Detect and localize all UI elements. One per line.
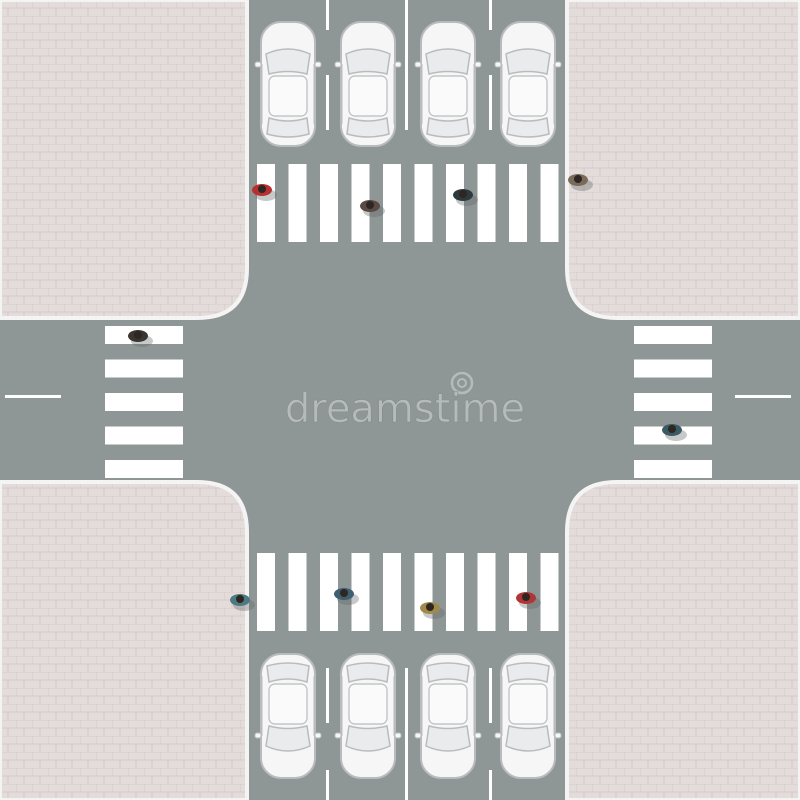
lane-markings — [5, 0, 791, 800]
pedestrian — [252, 184, 277, 201]
crosswalk-stripe — [414, 553, 433, 631]
crosswalk-stripe — [446, 553, 464, 631]
parked-car — [334, 653, 402, 779]
sidewalk-sw — [0, 480, 249, 800]
watermark: dreamstime — [285, 371, 525, 432]
pedestrian — [334, 588, 359, 605]
pedestrian — [568, 174, 593, 191]
crosswalk-stripe — [540, 553, 559, 631]
sidewalk-se — [565, 480, 800, 800]
crosswalk-stripe — [383, 553, 401, 631]
crosswalk-stripe — [257, 553, 275, 631]
parked-car — [494, 653, 562, 779]
crosswalk-stripe — [634, 393, 712, 411]
parked-car — [254, 21, 322, 147]
crosswalk-stripe — [446, 164, 464, 242]
pedestrian — [128, 330, 153, 347]
crosswalk-stripe — [288, 164, 307, 242]
pedestrian — [230, 594, 255, 611]
crosswalk-stripe — [477, 553, 496, 631]
crosswalk-stripe — [540, 164, 559, 242]
parked-car — [414, 653, 482, 779]
crosswalk-stripe — [351, 164, 370, 242]
parked-cars — [254, 21, 562, 779]
crosswalk-stripe — [509, 164, 527, 242]
pedestrians — [128, 174, 687, 619]
crosswalk-stripe — [105, 393, 183, 411]
crosswalk-stripe — [383, 164, 401, 242]
crosswalk-stripe — [320, 553, 338, 631]
pedestrian — [662, 424, 687, 441]
crosswalk-stripe — [351, 553, 370, 631]
crosswalk-stripe — [320, 164, 338, 242]
parked-car — [414, 21, 482, 147]
crosswalk-stripe — [414, 164, 433, 242]
crosswalk-stripe — [509, 553, 527, 631]
crosswalk-stripe — [105, 359, 183, 378]
crosswalk-stripe — [634, 460, 712, 478]
crosswalk-stripe — [105, 426, 183, 445]
watermark-text: dreamstime — [285, 386, 525, 432]
sidewalk-nw — [0, 0, 249, 320]
crosswalk-stripe — [477, 164, 496, 242]
crosswalk-west — [105, 326, 183, 478]
pedestrian — [453, 189, 478, 206]
pedestrian — [516, 592, 541, 609]
parked-car — [334, 21, 402, 147]
crosswalk-north — [257, 164, 559, 242]
crosswalk-stripe — [257, 164, 275, 242]
parked-car — [494, 21, 562, 147]
pedestrian — [420, 602, 445, 619]
crosswalk-stripe — [634, 359, 712, 378]
pedestrian — [360, 200, 385, 217]
crosswalk-stripe — [105, 460, 183, 478]
sidewalk-ne — [565, 0, 800, 320]
crosswalk-stripe — [634, 326, 712, 344]
crosswalk-stripe — [288, 553, 307, 631]
parked-car — [254, 653, 322, 779]
